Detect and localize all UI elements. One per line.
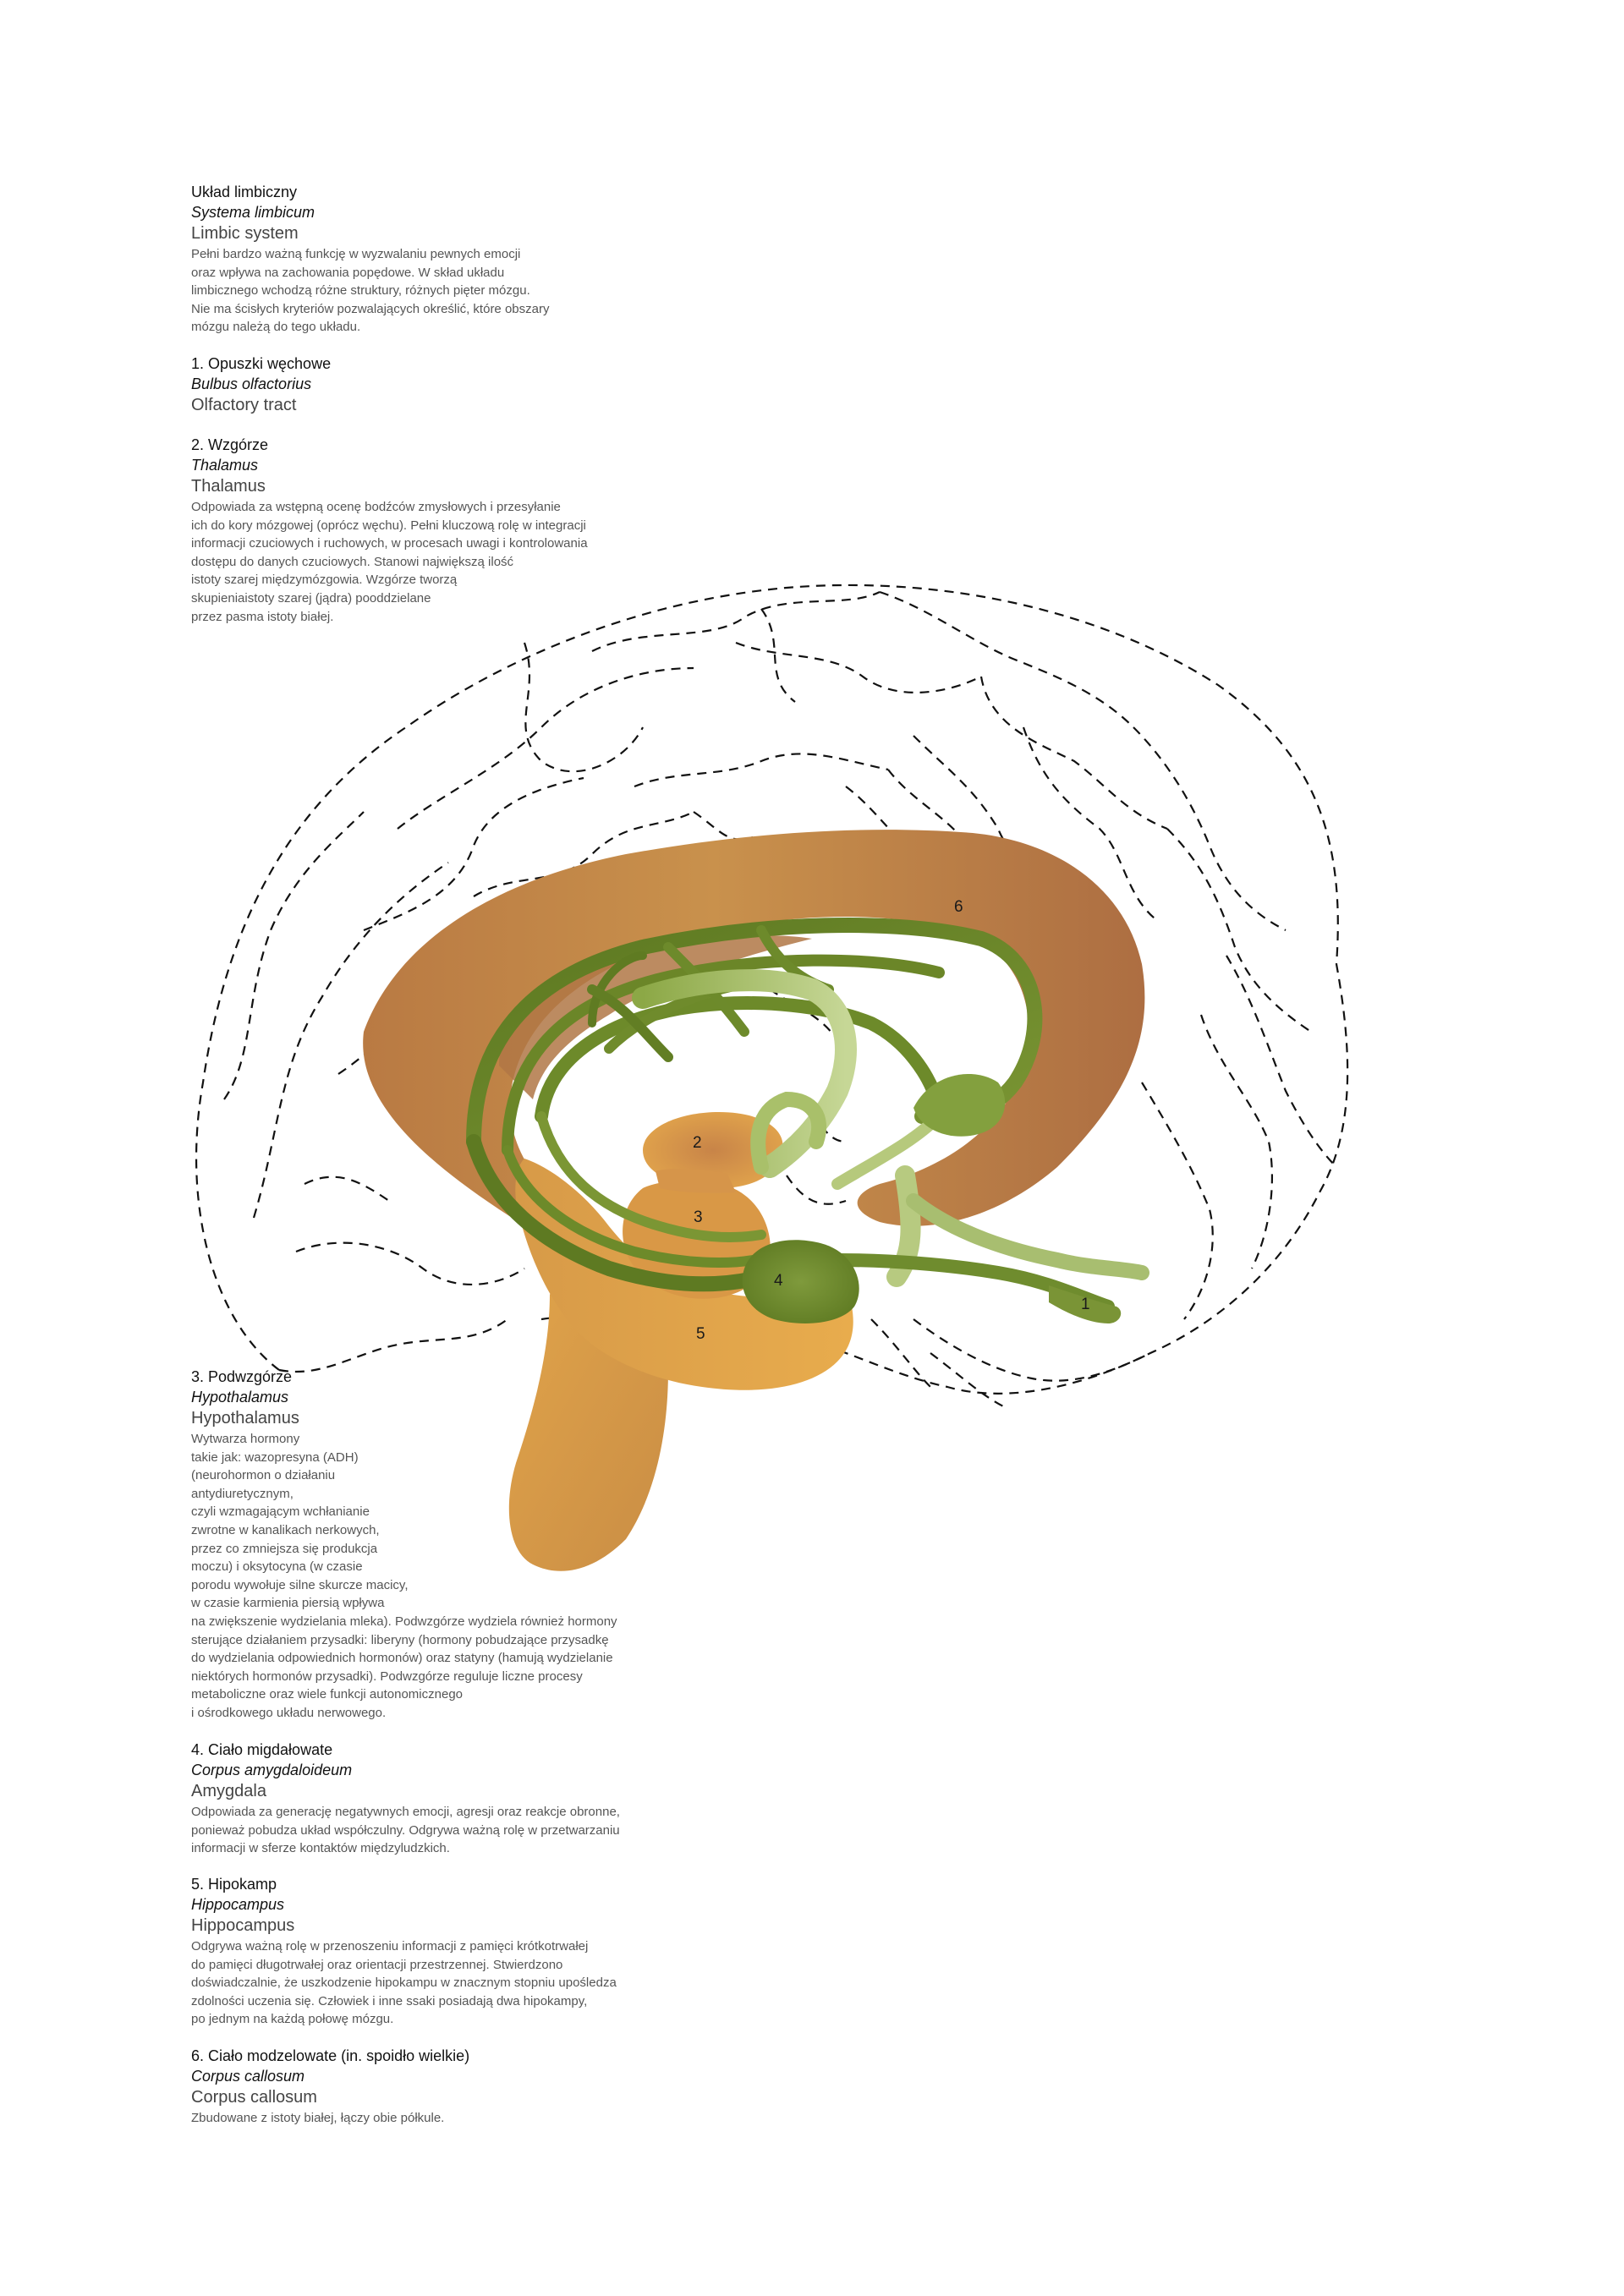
brain-outline xyxy=(195,584,1349,1409)
section-hypothalamus: 3. Podwzgórze Hypothalamus Hypothalamus … xyxy=(191,1367,716,1723)
section-corpus-callosum: 6. Ciało modzelowate (in. spoidło wielki… xyxy=(191,2046,716,2128)
desc-line: (neurohormon o działaniu xyxy=(191,1468,336,1483)
section-latin: Thalamus xyxy=(191,457,259,474)
section-latin: Hippocampus xyxy=(191,1896,285,1913)
fornix-bulb-shape xyxy=(914,1074,1006,1137)
section-title: 5. Hipokamp xyxy=(191,1876,277,1893)
desc-line: informacji czuciowych i ruchowych, w pro… xyxy=(191,536,588,551)
desc-line: niektórych hormonów przysadki). Podwzgór… xyxy=(191,1669,583,1684)
hippocampus-shape xyxy=(515,1159,853,1390)
section-desc: Odgrywa ważną rolę w przenoszeniu inform… xyxy=(191,1937,716,2029)
section-latin: Corpus amygdaloideum xyxy=(191,1762,353,1778)
thalamus-stem-shape xyxy=(656,1169,736,1193)
desc-line: moczu) i oksytocyna (w czasie xyxy=(191,1559,363,1575)
desc-line: sterujące działaniem przysadki: liberyny… xyxy=(191,1632,609,1647)
desc-line: doświadczalnie, że uszkodzenie hipokampu… xyxy=(191,1975,617,1991)
desc-line: takie jak: wazopresyna (ADH) xyxy=(191,1449,359,1465)
desc-line: Odpowiada za wstępną ocenę bodźców zmysł… xyxy=(191,500,561,514)
label-1: 1 xyxy=(1081,1296,1090,1313)
section-english: Olfactory tract xyxy=(191,396,297,414)
hypothalamus-shape xyxy=(623,1181,771,1299)
intro-block: Układ limbiczny Systema limbicum Limbic … xyxy=(191,182,716,337)
section-desc: Odpowiada za generację negatywnych emocj… xyxy=(191,1803,716,1858)
desc-line: porodu wywołuje silne skurcze macicy, xyxy=(191,1577,409,1592)
desc-line: zdolności uczenia się. Człowiek i inne s… xyxy=(191,1993,588,2008)
section-english: Hypothalamus xyxy=(191,1409,299,1427)
desc-line: do pamięci długotrwałej oraz orientacji … xyxy=(191,1957,563,1972)
intro-desc: Pełni bardzo ważną funkcję w wyzwalaniu … xyxy=(191,245,716,337)
desc-line: po jednym na każdą połowę mózgu. xyxy=(191,2012,394,2027)
desc-line: Odgrywa ważną rolę w przenoszeniu inform… xyxy=(191,1939,589,1954)
label-6: 6 xyxy=(954,898,963,916)
section-olfactory: 1. Opuszki węchowe Bulbus olfactorius Ol… xyxy=(191,353,716,416)
desc-line: przez co zmniejsza się produkcja xyxy=(191,1541,378,1556)
desc-line: przez pasma istoty białej. xyxy=(191,609,334,624)
section-latin: Hypothalamus xyxy=(191,1389,289,1406)
section-desc: Zbudowane z istoty białej, łączy obie pó… xyxy=(191,2109,716,2128)
desc-line: Wytwarza hormony xyxy=(191,1432,300,1446)
intro-latin: Systema limbicum xyxy=(191,204,315,221)
section-latin: Corpus callosum xyxy=(191,2068,305,2085)
desc-line: antydiuretycznym, xyxy=(191,1486,294,1501)
section-english: Amygdala xyxy=(191,1782,266,1800)
section-english: Thalamus xyxy=(191,477,266,496)
section-title: 4. Ciało migdałowate xyxy=(191,1741,333,1758)
section-english: Hippocampus xyxy=(191,1916,295,1935)
desc-line: dostępu do danych czuciowych. Stanowi na… xyxy=(191,554,514,569)
desc-line: do wydzielania odpowiednich hormonów) or… xyxy=(191,1651,613,1666)
intro-english: Limbic system xyxy=(191,224,299,243)
corpus-callosum-shape xyxy=(363,830,1145,1302)
section-title: 2. Wzgórze xyxy=(191,436,269,453)
desc-line: skupieniaistoty szarej (jądra) pooddziel… xyxy=(191,590,431,606)
desc-line: i ośrodkowego układu nerwowego. xyxy=(191,1705,387,1720)
desc-line: oraz wpływa na zachowania popędowe. W sk… xyxy=(191,265,505,280)
section-english: Corpus callosum xyxy=(191,2088,317,2107)
desc-line: informacji w sferze kontaktów międzyludz… xyxy=(191,1841,450,1856)
amygdala-shape xyxy=(742,1240,859,1323)
section-title: 1. Opuszki węchowe xyxy=(191,355,332,372)
desc-line: czyli wzmagającym wchłanianie xyxy=(191,1504,370,1520)
desc-line: ich do kory mózgowej (oprócz węchu). Peł… xyxy=(191,518,586,533)
label-3: 3 xyxy=(694,1208,703,1226)
desc-line: mózgu należą do tego układu. xyxy=(191,320,361,335)
desc-line: Nie ma ścisłych kryteriów pozwalających … xyxy=(191,301,550,316)
section-title: 6. Ciało modzelowate (in. spoidło wielki… xyxy=(191,2047,470,2064)
desc-line: zwrotne w kanalikach nerkowych, xyxy=(191,1522,380,1537)
section-hippocampus: 5. Hipokamp Hippocampus Hippocampus Odgr… xyxy=(191,1874,716,2029)
section-title: 3. Podwzgórze xyxy=(191,1368,293,1385)
section-thalamus: 2. Wzgórze Thalamus Thalamus Odpowiada z… xyxy=(191,435,716,626)
label-5: 5 xyxy=(696,1325,705,1343)
section-amygdala: 4. Ciało migdałowate Corpus amygdaloideu… xyxy=(191,1740,716,1858)
olfactory-bulb-shape xyxy=(1049,1285,1122,1323)
desc-line: Zbudowane z istoty białej, łączy obie pó… xyxy=(191,2111,445,2125)
desc-line: w czasie karmienia piersią wpływa xyxy=(191,1596,385,1611)
label-4: 4 xyxy=(774,1272,783,1290)
desc-line: metaboliczne oraz wiele funkcji autonomi… xyxy=(191,1687,464,1702)
desc-line: istoty szarej międzymózgowia. Wzgórze tw… xyxy=(191,573,458,588)
desc-line: limbicznego wchodzą różne struktury, róż… xyxy=(191,283,530,299)
section-desc: Odpowiada za wstępną ocenę bodźców zmysł… xyxy=(191,498,716,626)
label-2: 2 xyxy=(693,1134,702,1152)
section-latin: Bulbus olfactorius xyxy=(191,375,312,392)
desc-line: na zwiększenie wydzielania mleka). Podwz… xyxy=(191,1614,617,1629)
section-desc: Wytwarza hormony takie jak: wazopresyna … xyxy=(191,1430,716,1723)
intro-title: Układ limbiczny xyxy=(191,184,298,200)
desc-line: Odpowiada za generację negatywnych emocj… xyxy=(191,1805,620,1819)
desc-line: Pełni bardzo ważną funkcję w wyzwalaniu … xyxy=(191,247,521,261)
desc-line: ponieważ pobudza układ współczulny. Odgr… xyxy=(191,1822,620,1838)
